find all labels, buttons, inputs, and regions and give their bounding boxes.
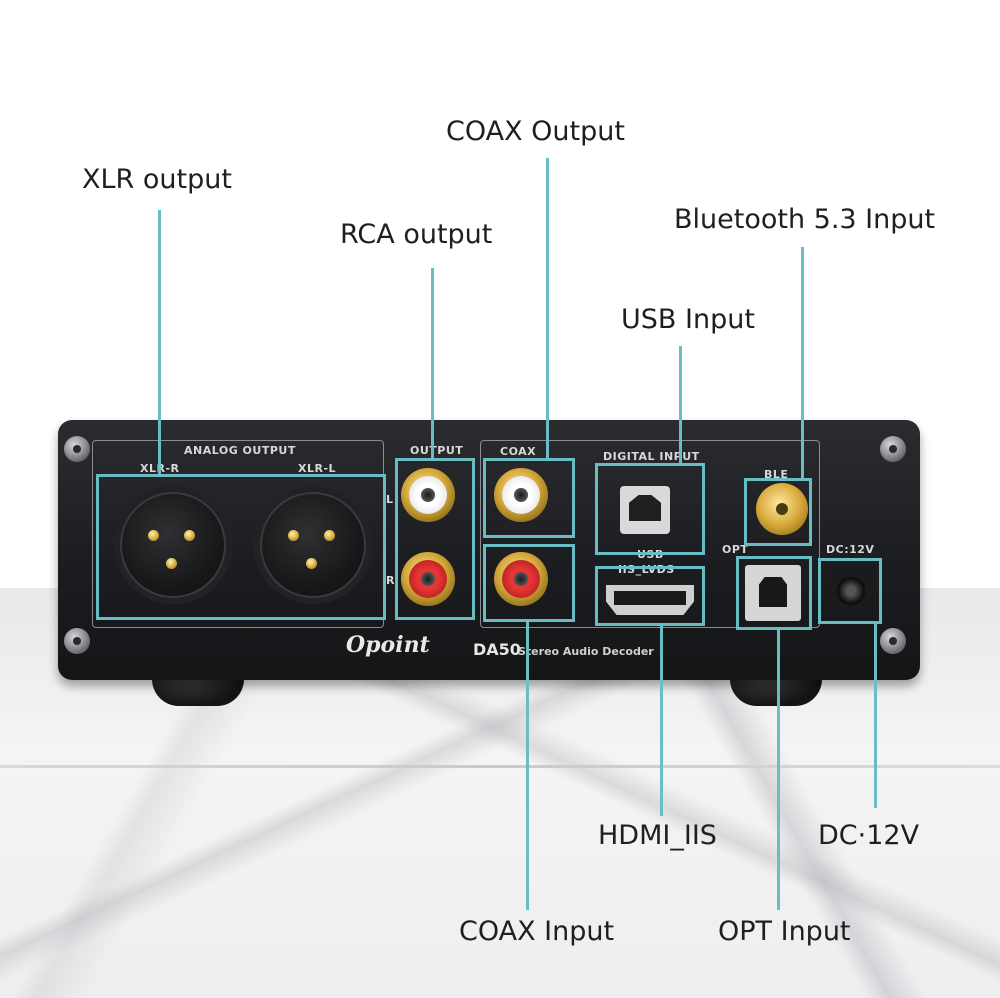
coax-output-callout: COAX Output (446, 116, 625, 147)
model-name: DA50 (473, 640, 521, 659)
screw-top-left (64, 436, 90, 462)
usb-input-highlight (595, 463, 705, 555)
dc-12v-highlight (818, 558, 882, 624)
xlr-pin (148, 530, 159, 541)
dc-jack-socket (836, 576, 866, 606)
optical-socket (759, 577, 787, 607)
dc-12v-line (874, 622, 877, 808)
bluetooth-input-line (801, 247, 804, 480)
xlr-l-connector (254, 486, 372, 604)
coax-input-connector (494, 552, 548, 606)
rca-output-highlight (395, 458, 475, 620)
coax-input-highlight (483, 544, 575, 622)
model-description: Stereo Audio Decoder (518, 645, 654, 658)
opt-input-callout: OPT Input (718, 916, 851, 947)
opt-label: OPT (722, 543, 749, 556)
xlr-pin (184, 530, 195, 541)
marble-edge (0, 765, 1000, 768)
coax-output-line (546, 158, 549, 460)
usb-port-socket (629, 495, 661, 521)
xlr-pin (288, 530, 299, 541)
digital-input-label: DIGITAL INPUT (603, 450, 700, 463)
xlr-output-callout: XLR output (82, 164, 232, 195)
analog-output-label: ANALOG OUTPUT (184, 444, 296, 457)
usb-input-line (679, 346, 682, 465)
ble-antenna-connector (756, 483, 808, 535)
xlr-pin (306, 558, 317, 569)
xlr-pin (166, 558, 177, 569)
screw-bottom-right (880, 628, 906, 654)
screw-bottom-left (64, 628, 90, 654)
rca-output-line (431, 268, 434, 460)
coax-output-connector (494, 468, 548, 522)
screw-top-right (880, 436, 906, 462)
optical-port (745, 565, 801, 621)
ble-label: BLE (764, 468, 789, 481)
xlr-output-highlight (96, 474, 386, 620)
xlr-l-label: XLR-L (298, 462, 337, 475)
xlr-pin (324, 530, 335, 541)
coax-output-highlight (483, 458, 575, 538)
bluetooth-input-callout: Bluetooth 5.3 Input (674, 204, 936, 235)
hdmi-port (606, 585, 694, 615)
hdmi-iis-line (660, 624, 663, 816)
coax-input-callout: COAX Input (459, 916, 615, 947)
xlr-r-connector (114, 486, 232, 604)
coax-label: COAX (500, 445, 537, 458)
ble-connector-center (776, 503, 788, 515)
hdmi-iis-callout: HDMI_IIS (598, 820, 717, 851)
hdmi-socket (614, 591, 686, 605)
usb-input-callout: USB Input (621, 304, 755, 335)
channel-l-label: L (386, 493, 394, 506)
opt-input-line (777, 628, 780, 910)
output-label: OUTPUT (410, 444, 464, 457)
brand-logo-text: Opoint (346, 632, 430, 658)
rca-output-callout: RCA output (340, 219, 493, 250)
channel-r-label: R (386, 574, 395, 587)
rca-l-connector (401, 468, 455, 522)
rca-r-connector (401, 552, 455, 606)
digital-section-frame (480, 440, 820, 628)
hdmi-iis-highlight (595, 566, 705, 626)
bluetooth-input-highlight (744, 478, 812, 546)
xlr-output-line (158, 210, 161, 476)
coax-input-line (526, 620, 529, 910)
dc-12v-callout: DC·12V (818, 820, 920, 851)
dc12v-label: DC:12V (826, 543, 875, 556)
dc-jack (826, 566, 876, 616)
opt-input-highlight (736, 556, 812, 630)
usb-b-port (620, 486, 670, 534)
